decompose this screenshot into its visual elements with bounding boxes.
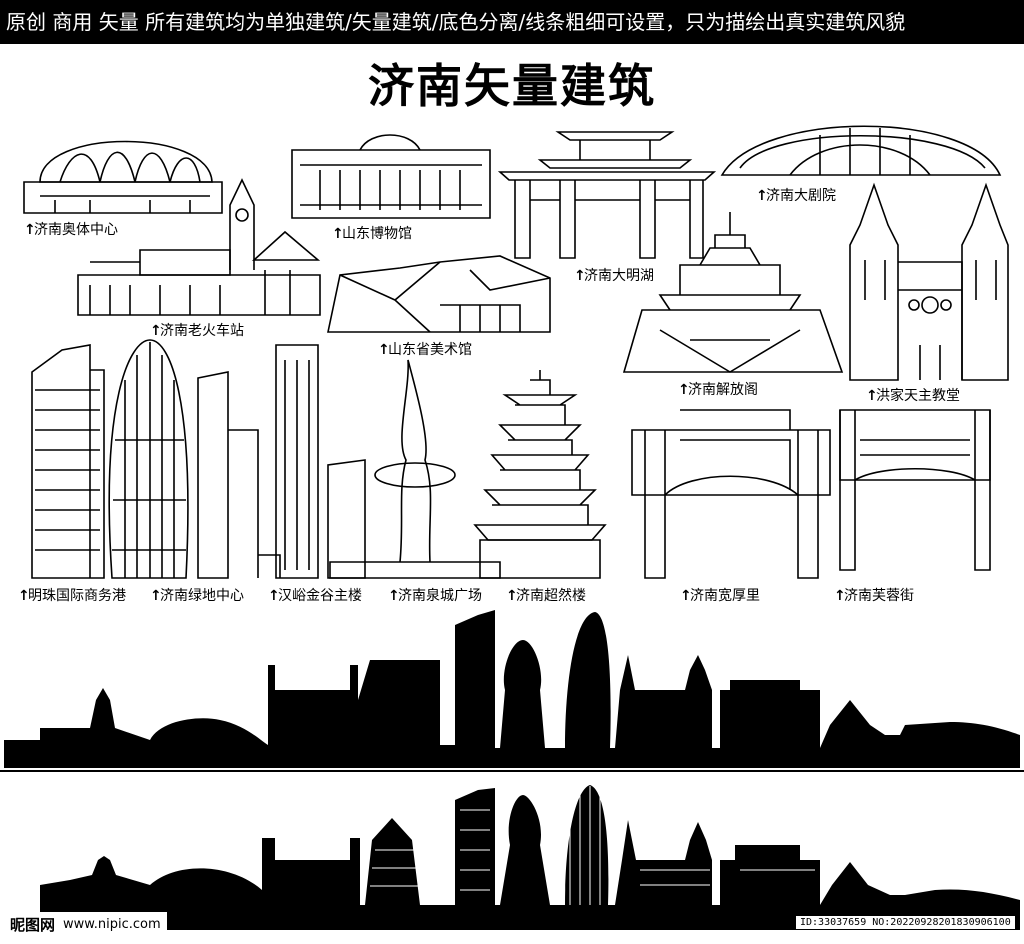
kuanhouli-drawing (631, 409, 831, 579)
jiefangge-drawing (622, 212, 844, 373)
label-chaoran: ↑济南超然楼 (506, 588, 586, 604)
church-drawing (849, 182, 1009, 381)
label-jiefangge: ↑济南解放阁 (678, 382, 758, 398)
watermark-site-name: 昵图网 (10, 916, 56, 934)
label-kuanhouli: ↑济南宽厚里 (680, 588, 760, 604)
label-railway-station: ↑济南老火车站 (150, 323, 244, 339)
top-banner: 原创 商用 矢量 所有建筑均为单独建筑/矢量建筑/底色分离/线条粗细可设置，只为… (0, 0, 1024, 44)
hanyu-drawing (197, 344, 366, 579)
label-hanyu: ↑汉峪金谷主楼 (268, 588, 362, 604)
watermark-id: ID:33037659 NO:20220928201830906100 (796, 916, 1015, 929)
label-museum: ↑山东博物馆 (332, 226, 412, 242)
label-grand-theater: ↑济南大剧院 (756, 188, 836, 204)
olympic-center-drawing (23, 140, 223, 214)
label-quancheng: ↑济南泉城广场 (388, 588, 482, 604)
watermark-site: 昵图网 www.nipic.com (4, 912, 167, 937)
label-greenland: ↑济南绿地中心 (150, 588, 244, 604)
page-title: 济南矢量建筑 (368, 59, 656, 113)
silhouette-skyline-2 (40, 785, 1020, 930)
furong-drawing (839, 409, 991, 571)
mingzhu-drawing (31, 344, 105, 579)
label-furong: ↑济南芙蓉街 (834, 588, 914, 604)
label-daminghu: ↑济南大明湖 (574, 268, 654, 284)
chaoran-drawing (473, 370, 607, 579)
silhouette-skyline-1 (4, 610, 1020, 768)
art-museum-drawing (327, 255, 551, 333)
greenland-drawing (108, 339, 189, 579)
daminghu-gate-drawing (497, 131, 717, 259)
banner-text: 原创 商用 矢量 所有建筑均为单独建筑/矢量建筑/底色分离/线条粗细可设置，只为… (6, 10, 906, 34)
label-olympic-center: ↑济南奥体中心 (24, 222, 118, 238)
label-mingzhu: ↑明珠国际商务港 (18, 588, 126, 604)
grand-theater-drawing (720, 125, 1002, 176)
label-church: ↑洪家天主教堂 (866, 388, 960, 404)
label-art-museum: ↑山东省美术馆 (378, 342, 472, 358)
museum-drawing (291, 134, 491, 219)
watermark-url: www.nipic.com (63, 917, 161, 932)
quancheng-drawing (329, 359, 501, 579)
railway-station-drawing (77, 178, 321, 316)
